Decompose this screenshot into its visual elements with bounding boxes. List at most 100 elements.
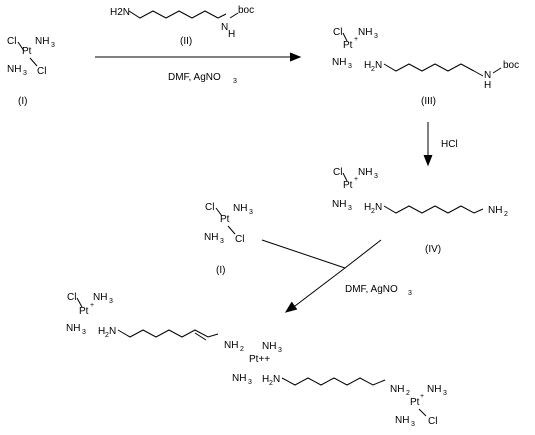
- compound-III-nh3a-sub: 3: [374, 33, 378, 40]
- reagent-II-n-bond: [217, 13, 227, 19]
- compound-III-chain: [383, 63, 475, 72]
- product-left-plus: +: [90, 302, 94, 309]
- compound-III-h: H: [364, 60, 371, 71]
- arrow-1-head: [289, 52, 302, 62]
- compound-I-nh3-2: NH: [7, 64, 21, 75]
- product-br-plus: +: [420, 393, 424, 400]
- product-left-cl: Cl: [67, 292, 76, 303]
- reagent-II-n: N: [221, 22, 228, 33]
- compound-I-label: (I): [18, 96, 27, 107]
- arrow-3-conditions-sub: 3: [408, 290, 412, 297]
- compound-I-cl2: Cl: [37, 66, 46, 77]
- arrow-2: HCl: [423, 122, 458, 167]
- compound-I-second-bond2: [227, 225, 236, 235]
- product-left: Cl Pt + NH 3 NH 3 H 2 N NH 2: [66, 292, 244, 353]
- product-bottom-chain: [281, 377, 386, 386]
- compound-III-nh3b: NH: [332, 57, 346, 68]
- compound-III-boc: boc: [503, 60, 519, 71]
- reagent-II-chain: [128, 10, 219, 19]
- product-bottom-h: H: [262, 374, 269, 385]
- product-left-nh2-sub: 2: [240, 346, 244, 353]
- reagent-II-h: H: [228, 29, 235, 40]
- compound-IV-chain: [383, 205, 484, 214]
- arrow-2-reagent: HCl: [441, 139, 458, 150]
- product-br-pt: Pt: [410, 397, 420, 408]
- compound-I-cl1: Cl: [7, 36, 16, 47]
- reagent-II-amine-h: H2N: [110, 7, 130, 18]
- compound-IV-nh3b-sub: 3: [348, 205, 352, 212]
- reagent-II-boc: boc: [238, 5, 254, 16]
- product-center-nh3b: NH: [232, 373, 246, 384]
- compound-IV-cl: Cl: [333, 167, 342, 178]
- product-left-h: H: [98, 326, 105, 337]
- arrow-1-conditions-sub: 3: [233, 78, 237, 85]
- compound-IV-nh2-sub: 2: [504, 211, 508, 218]
- compound-III-2: 2: [371, 66, 375, 73]
- compound-III-label: (III): [421, 96, 436, 107]
- compound-III: Cl Pt + NH 3 NH 3 H 2 N N H boc (III): [332, 27, 519, 107]
- product-br-bond: [418, 408, 427, 417]
- compound-IV-label: (IV): [425, 244, 441, 255]
- product-bottom-nh2: NH: [390, 384, 404, 395]
- arrow-3-head: [284, 301, 298, 313]
- product-center-nh3a: NH: [262, 341, 276, 352]
- product-br-nh3a: NH: [427, 384, 441, 395]
- arrow-1: DMF, AgNO 3: [95, 52, 302, 85]
- compound-III-n: N: [375, 60, 382, 71]
- compound-I-second: Cl Pt NH 3 NH 3 Cl (I): [204, 202, 253, 276]
- arrow-3: DMF, AgNO 3: [261, 239, 412, 313]
- product-left-n: N: [109, 326, 116, 337]
- compound-I-nh3-1-sub: 3: [51, 42, 55, 49]
- product-center-nh3a-sub: 3: [278, 347, 282, 354]
- product-left-chain: [117, 329, 219, 338]
- arrow-3-line-b: [344, 239, 382, 269]
- compound-III-cl: Cl: [333, 27, 342, 38]
- compound-I: Cl Pt NH 3 NH 3 Cl (I): [7, 36, 55, 107]
- product-right: NH 3 Pt++ NH 3 H 2 N NH 2 NH 3 Pt + NH 3…: [232, 341, 447, 428]
- product-bottom-n: N: [273, 374, 280, 385]
- compound-I-second-nh3-1-sub: 3: [249, 209, 253, 216]
- product-br-nh3b: NH: [395, 415, 409, 426]
- product-bottom-2: 2: [269, 380, 273, 387]
- compound-III-nh3b-sub: 3: [348, 63, 352, 70]
- compound-I-pt: Pt: [22, 46, 32, 57]
- compound-I-bond1: [17, 41, 25, 52]
- arrow-1-conditions: DMF, AgNO: [168, 72, 221, 83]
- compound-III-boc-bond: [492, 67, 502, 74]
- product-center-nh3b-sub: 3: [248, 379, 252, 386]
- reagent-II-boc-bond: [229, 12, 239, 19]
- product-left-nh2: NH: [224, 340, 238, 351]
- compound-I-second-nh3-2: NH: [204, 232, 218, 243]
- product-left-bond: [76, 297, 83, 308]
- reagent-II-label: (II): [180, 36, 192, 47]
- compound-IV-nh3a-sub: 3: [374, 173, 378, 180]
- arrow-3-line-a: [261, 239, 346, 269]
- product-left-double-bond: [194, 332, 207, 341]
- compound-IV-pt: Pt: [343, 180, 353, 191]
- compound-I-nh3-2-sub: 3: [23, 70, 27, 77]
- compound-III-pt: Pt: [343, 40, 353, 51]
- compound-I-second-label: (I): [216, 265, 225, 276]
- compound-IV: Cl Pt + NH 3 NH 3 H 2 N NH 2 (IV): [332, 167, 508, 255]
- compound-I-second-cl1: Cl: [205, 202, 214, 213]
- compound-III-plus: +: [354, 36, 358, 43]
- compound-I-nh3-1: NH: [35, 36, 49, 47]
- compound-III-bond: [342, 32, 348, 42]
- arrow-3-line-main: [290, 267, 346, 310]
- compound-III-nh: N: [484, 70, 491, 81]
- compound-III-n-bond: [473, 70, 484, 77]
- product-br-cl: Cl: [428, 416, 437, 427]
- product-left-nh3a-sub: 3: [109, 298, 113, 305]
- compound-I-bond2: [29, 57, 38, 67]
- product-left-2: 2: [105, 332, 109, 339]
- compound-IV-nh3b: NH: [332, 199, 346, 210]
- compound-IV-bond: [342, 172, 348, 182]
- compound-I-second-pt: Pt: [220, 214, 230, 225]
- product-center-pt: Pt++: [249, 354, 270, 365]
- compound-I-second-bond1: [215, 207, 223, 217]
- product-left-nh3b: NH: [66, 323, 80, 334]
- compound-IV-n: N: [375, 202, 382, 213]
- compound-I-second-nh3-2-sub: 3: [220, 238, 224, 245]
- product-left-nh3b-sub: 3: [82, 329, 86, 336]
